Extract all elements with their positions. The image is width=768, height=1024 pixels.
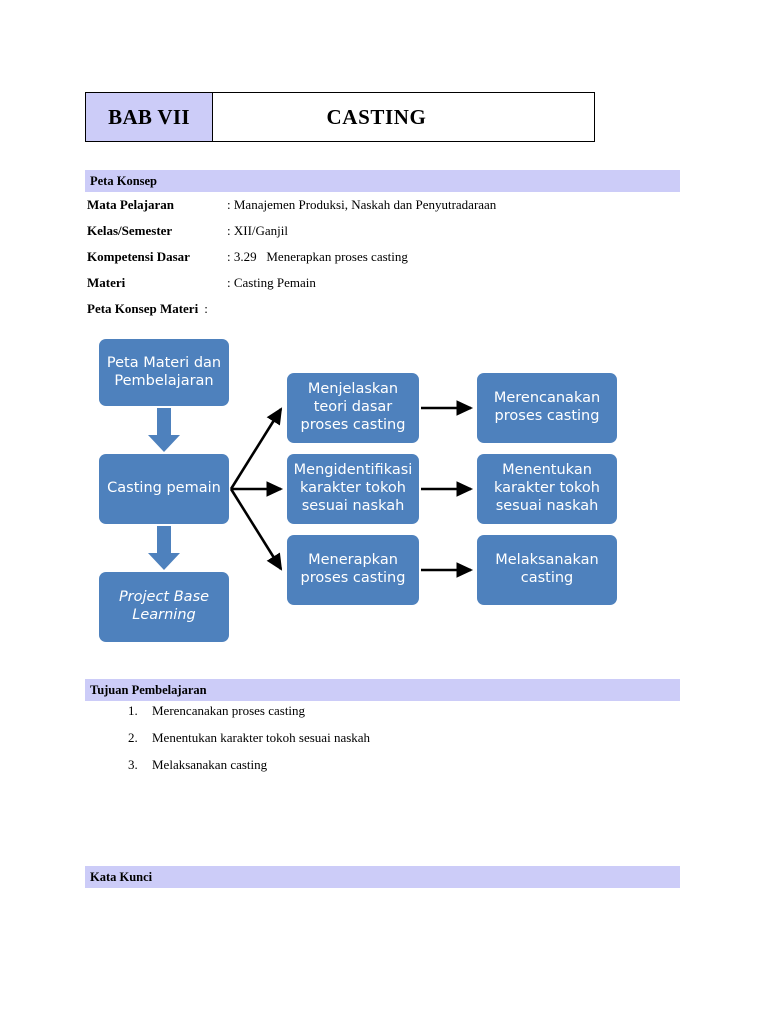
section-header-peta-konsep: Peta Konsep [85, 170, 680, 192]
concept-node-peta-materi: Peta Materi dan Pembelajaran [99, 339, 229, 406]
branch-arrow-icon [229, 407, 283, 490]
metadata-row: Mata Pelajaran : Manajemen Produksi, Nas… [87, 197, 687, 223]
list-item-number: 1. [128, 703, 138, 718]
section-header-label: Tujuan Pembelajaran [90, 682, 207, 697]
metadata-label: Mata Pelajaran [87, 197, 175, 212]
metadata-label: Materi [87, 275, 126, 290]
list-item: 1. Merencanakan proses casting [128, 703, 648, 730]
section-header-tujuan-pembelajaran: Tujuan Pembelajaran [85, 679, 680, 701]
concept-node-melaksanakan: Melaksanakan casting [477, 535, 617, 605]
chapter-number-cell: BAB VII [86, 93, 213, 141]
page-title: CASTING [326, 104, 427, 129]
list-item: 3. Melaksanakan casting [128, 757, 648, 784]
list-item-number: 2. [128, 730, 138, 745]
metadata-list: Mata Pelajaran : Manajemen Produksi, Nas… [87, 197, 687, 327]
metadata-row: Kompetensi Dasar : 3.29 Menerapkan prose… [87, 249, 687, 275]
concept-node-menjelaskan: Menjelaskan teori dasar proses casting [287, 373, 419, 443]
section-header-label: Peta Konsep [90, 173, 158, 188]
concept-node-menerapkan: Menerapkan proses casting [287, 535, 419, 605]
branch-arrow-icon [229, 488, 283, 571]
section-header-kata-kunci: Kata Kunci [85, 866, 680, 888]
metadata-row: Peta Konsep Materi : [87, 301, 687, 327]
chapter-number-label: BAB VII [108, 104, 190, 129]
metadata-value: : XII/Ganjil [227, 223, 289, 238]
metadata-label: Peta Konsep Materi [87, 301, 199, 316]
concept-node-project-base-learning: Project Base Learning [99, 572, 229, 642]
metadata-label: Kompetensi Dasar [87, 249, 190, 264]
metadata-value: : [204, 301, 208, 316]
metadata-row: Kelas/Semester : XII/Ganjil [87, 223, 687, 249]
concept-node-mengidentifikasi: Mengidentifikasi karakter tokoh sesuai n… [287, 454, 419, 524]
concept-node-merencanakan: Merencanakan proses casting [477, 373, 617, 443]
metadata-label: Kelas/Semester [87, 223, 173, 238]
down-arrow-icon [148, 408, 180, 452]
list-item-text: Menentukan karakter tokoh sesuai naskah [152, 730, 371, 745]
metadata-row: Materi : Casting Pemain [87, 275, 687, 301]
list-item-number: 3. [128, 757, 138, 772]
list-item-text: Melaksanakan casting [152, 757, 268, 772]
section-header-label: Kata Kunci [90, 869, 153, 884]
down-arrow-icon [148, 526, 180, 570]
metadata-value: : 3.29 Menerapkan proses casting [227, 249, 408, 264]
concept-node-casting-pemain: Casting pemain [99, 454, 229, 524]
concept-node-menentukan: Menentukan karakter tokoh sesuai naskah [477, 454, 617, 524]
chapter-title-cell: CASTING [213, 93, 594, 141]
list-item-text: Merencanakan proses casting [152, 703, 306, 718]
metadata-value: : Casting Pemain [227, 275, 316, 290]
metadata-value: : Manajemen Produksi, Naskah dan Penyutr… [227, 197, 497, 212]
objectives-list: 1. Merencanakan proses casting 2. Menent… [128, 703, 648, 784]
concept-map-diagram: Peta Materi dan Pembelajaran Casting pem… [85, 335, 685, 645]
list-item: 2. Menentukan karakter tokoh sesuai nask… [128, 730, 648, 757]
chapter-header-table: BAB VII CASTING [85, 92, 595, 142]
